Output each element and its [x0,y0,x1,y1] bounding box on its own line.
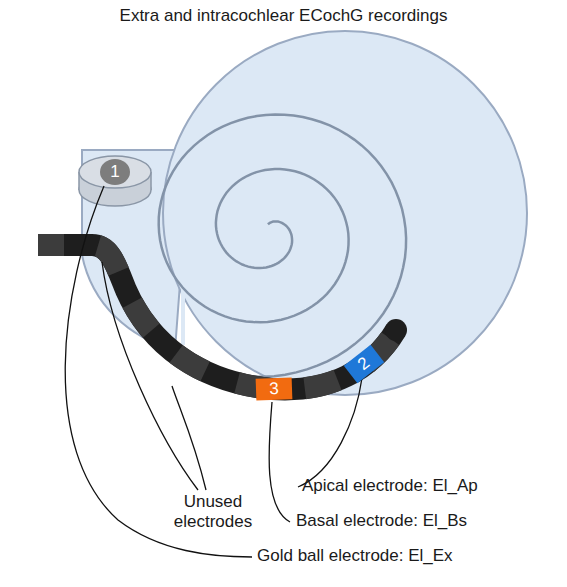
gold-ball-electrode: 1 [100,159,130,185]
electrode-label: Basal electrode: El_Bs [296,511,467,531]
array-tip [385,319,407,341]
callout-number: 3 [269,379,279,399]
electrode-label: Gold ball electrode: El_Ex [257,546,453,566]
gold-ball-top [79,156,151,188]
diagram-title: Extra and intracochlear ECochG recording… [0,6,567,26]
outline-blend [181,151,185,345]
basal-electrode: 3 [256,377,293,400]
leader-lines [65,186,362,557]
electrode-contacts [38,245,396,389]
electrode-label: Unused electrodes [148,492,278,533]
callout-number: 2 [354,353,374,375]
spiral-line [159,115,406,377]
electrode-array [38,245,396,389]
callout-number: 1 [110,162,119,182]
electrode-label: Apical electrode: El_Ap [302,476,478,496]
